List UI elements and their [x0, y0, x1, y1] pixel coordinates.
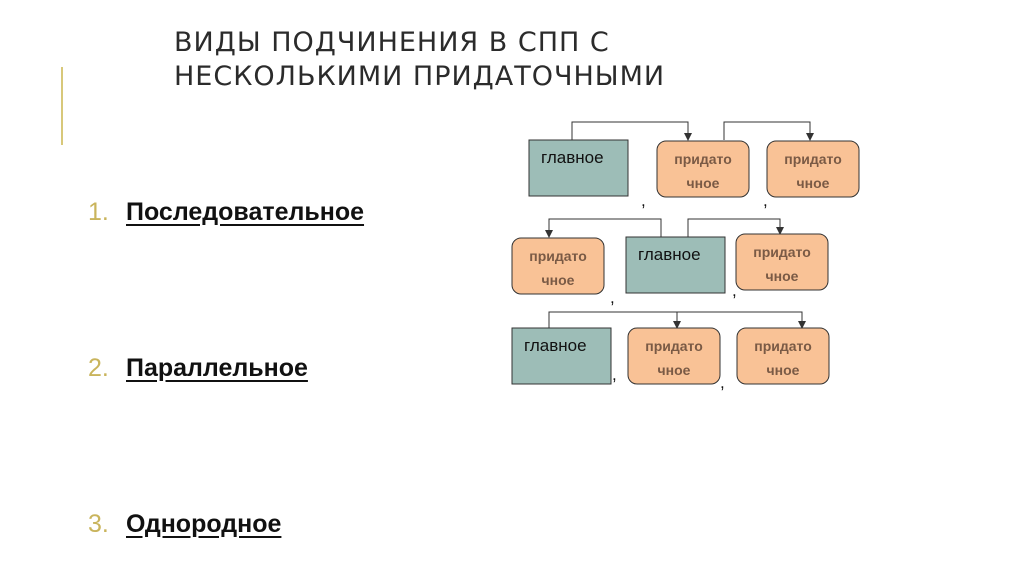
sub-box-par-1-label-1: придато — [529, 248, 587, 264]
connector-seq-2 — [723, 121, 814, 141]
main-box-seq-label: главное — [541, 148, 604, 167]
list-number: 2. — [88, 354, 109, 382]
main-box-seq — [528, 139, 629, 197]
comma-par-1: , — [610, 288, 615, 307]
list-label-homogeneous[interactable]: Однородное — [126, 510, 282, 538]
main-box-par — [625, 236, 726, 294]
sub-box-hom-2 — [736, 327, 830, 385]
comma-seq-1: , — [641, 191, 646, 210]
sub-box-seq-1-label-1: придато — [674, 151, 732, 167]
sub-box-hom-1-label-2: чное — [658, 362, 691, 378]
main-box-hom-label: главное — [524, 336, 587, 355]
main-box-hom — [511, 327, 612, 385]
comma-hom-2: , — [720, 373, 725, 392]
list-number: 1. — [88, 198, 109, 226]
title-line-1: ВИДЫ ПОДЧИНЕНИЯ В СПП С — [174, 27, 610, 58]
comma-seq-2: , — [763, 191, 768, 210]
list-item-sequential: 1. Последовательное — [88, 198, 364, 227]
sub-box-seq-2-label-2: чное — [797, 175, 830, 191]
sub-box-hom-2-label-1: придато — [754, 338, 812, 354]
title-line-2: НЕСКОЛЬКИМИ ПРИДАТОЧНЫМИ — [174, 61, 666, 92]
connector-par-2 — [687, 218, 784, 237]
connector-seq-1 — [571, 121, 692, 141]
sub-box-par-2-label-1: придато — [753, 244, 811, 260]
accent-bar — [61, 67, 63, 145]
sub-box-seq-1-label-2: чное — [687, 175, 720, 191]
slide-title: ВИДЫ ПОДЧИНЕНИЯ В СПП С НЕСКОЛЬКИМИ ПРИД… — [174, 26, 814, 94]
list-label-parallel[interactable]: Параллельное — [126, 354, 308, 382]
sub-box-hom-1-label-1: придато — [645, 338, 703, 354]
list-number: 3. — [88, 510, 109, 538]
sub-box-hom-1 — [627, 327, 721, 385]
comma-par-2: , — [732, 281, 737, 300]
sub-box-par-2-label-2: чное — [766, 268, 799, 284]
connector-hom-main — [548, 311, 806, 329]
connector-par-1 — [545, 218, 662, 238]
sub-box-par-1 — [511, 237, 605, 295]
sub-box-hom-2-label-2: чное — [767, 362, 800, 378]
comma-hom-1: , — [612, 365, 617, 384]
list-item-parallel: 2. Параллельное — [88, 354, 308, 383]
sub-box-par-1-label-2: чное — [542, 272, 575, 288]
list-label-sequential[interactable]: Последовательное — [126, 198, 365, 226]
sub-box-seq-2 — [766, 140, 860, 198]
list-item-homogeneous: 3. Однородное — [88, 510, 281, 539]
sub-box-par-2 — [735, 233, 829, 291]
sub-box-seq-1 — [656, 140, 750, 198]
main-box-par-label: главное — [638, 245, 701, 264]
sub-box-seq-2-label-1: придато — [784, 151, 842, 167]
